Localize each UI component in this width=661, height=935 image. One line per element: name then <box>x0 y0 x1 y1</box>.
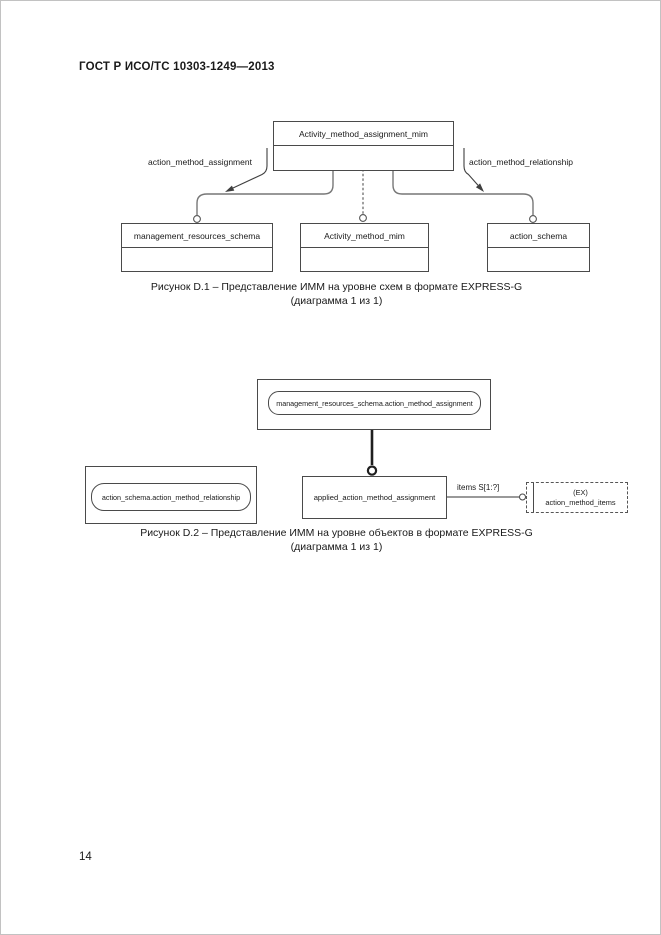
schema-label: Activity_method_mim <box>301 224 428 248</box>
figure-d2-caption-line1: Рисунок D.2 – Представление ИММ на уровн… <box>140 527 533 539</box>
figure-d1-connectors <box>193 148 537 223</box>
schema-label: action_schema <box>488 224 589 248</box>
schema-reference-label: management_resources_schema.action_metho… <box>276 398 473 408</box>
entity-box-activity-method-assignment-mim: Activity_method_assignment_mim <box>273 121 454 171</box>
schema-reference-label: action_schema.action_method_relationship <box>101 492 241 502</box>
page-number: 14 <box>79 851 92 863</box>
schema-box-activity-method-mim: Activity_method_mim <box>300 223 429 272</box>
external-reference-box-action-method-items: (EX) action_method_items <box>526 482 628 513</box>
document-header: ГОСТ Р ИСО/ТС 10303-1249—2013 <box>79 61 275 73</box>
figure-d1-caption-line2: (диаграмма 1 из 1) <box>290 294 383 307</box>
schema-reference-management-resources: management_resources_schema.action_metho… <box>268 391 481 415</box>
external-reference-line2: action_method_items <box>545 497 616 507</box>
attribute-label-items: items S[1:?] <box>457 483 500 492</box>
figure-d1-caption-line1: Рисунок D.1 – Представление ИММ на уровн… <box>150 281 523 293</box>
relation-label-action-method-relationship: action_method_relationship <box>469 157 573 167</box>
figure-d2-caption-line2: (диаграмма 1 из 1) <box>290 540 383 553</box>
schema-box-action-schema: action_schema <box>487 223 590 272</box>
entity-box-applied-action-method-assignment: applied_action_method_assignment <box>302 476 447 519</box>
entity-label: applied_action_method_assignment <box>313 493 436 502</box>
schema-box-management-resources-schema: management_resources_schema <box>121 223 273 272</box>
external-reference-line1: (EX) <box>573 488 588 497</box>
schema-label: management_resources_schema <box>122 224 272 248</box>
figure-d2-connectors <box>366 428 526 501</box>
figure-d2-caption: Рисунок D.2 – Представление ИММ на уровн… <box>11 527 660 554</box>
entity-label: Activity_method_assignment_mim <box>274 122 453 146</box>
figure-d1-caption: Рисунок D.1 – Представление ИММ на уровн… <box>11 281 660 308</box>
external-reference-divider <box>533 483 534 512</box>
schema-reference-action-schema: action_schema.action_method_relationship <box>91 483 251 511</box>
relation-label-action-method-assignment: action_method_assignment <box>148 157 252 167</box>
